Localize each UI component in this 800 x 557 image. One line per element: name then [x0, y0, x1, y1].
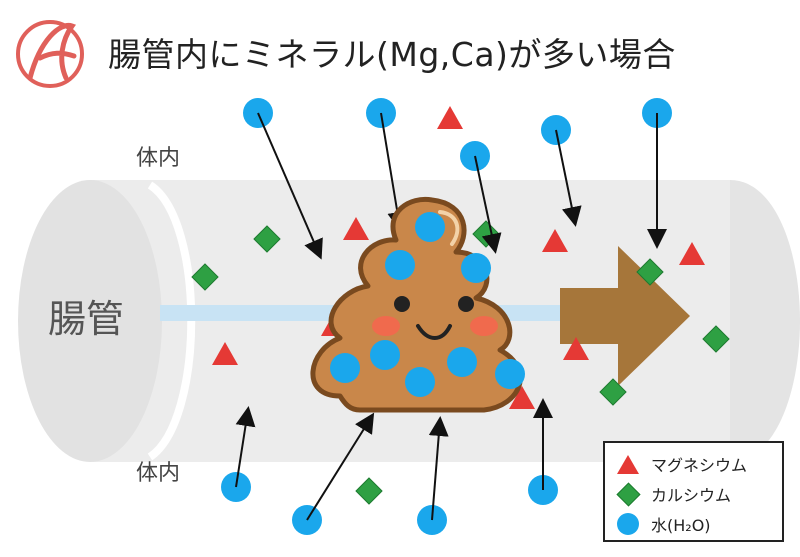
diamond-icon [613, 481, 643, 507]
legend-label-magnesium: マグネシウム [651, 456, 748, 475]
water-molecule [385, 250, 415, 280]
water-molecule [330, 353, 360, 383]
page-title: 腸管内にミネラル(Mg,Ca)が多い場合 [108, 35, 676, 74]
legend-item-magnesium: マグネシウム [613, 449, 774, 479]
calcium-ion [191, 263, 219, 291]
calcium-ion [355, 477, 383, 505]
magnesium-ion [343, 217, 369, 240]
water-movement-arrow [235, 406, 256, 488]
water-movement-arrow [380, 112, 408, 232]
magnesium-ion [679, 242, 705, 265]
magnesium-ion [563, 337, 589, 360]
water-movement-arrow [257, 112, 323, 260]
water-movement-arrow [474, 155, 502, 254]
magnesium-ion [542, 229, 568, 252]
legend-item-calcium: カルシウム [613, 479, 774, 509]
legend-item-water: 水(H₂O) [613, 509, 774, 539]
calcium-ion [702, 325, 730, 353]
magnesium-ion [509, 386, 535, 409]
water-molecule [370, 340, 400, 370]
body-label-bottom: 体内 [136, 461, 181, 486]
magnesium-ion [437, 106, 463, 129]
water-molecule [495, 359, 525, 389]
flow-arrow-icon [560, 246, 690, 386]
water-movement-arrow [555, 129, 582, 227]
gut-label: 腸管 [48, 297, 125, 341]
triangle-icon [613, 454, 643, 474]
water-movement-arrow [428, 416, 449, 521]
legend: マグネシウム カルシウム 水(H₂O) [603, 441, 784, 542]
legend-label-water: 水(H₂O) [651, 516, 711, 535]
calcium-ion [636, 258, 664, 286]
water-molecule [415, 212, 445, 242]
magnesium-ion [212, 342, 238, 365]
water-movement-arrow [306, 412, 375, 521]
legend-label-calcium: カルシウム [651, 486, 732, 505]
water-molecule [405, 367, 435, 397]
body-label-top: 体内 [136, 146, 181, 171]
water-molecule [447, 347, 477, 377]
water-molecule [461, 253, 491, 283]
logo-icon [16, 20, 84, 88]
circle-icon [613, 513, 643, 535]
calcium-ion [253, 225, 281, 253]
calcium-ion [599, 378, 627, 406]
